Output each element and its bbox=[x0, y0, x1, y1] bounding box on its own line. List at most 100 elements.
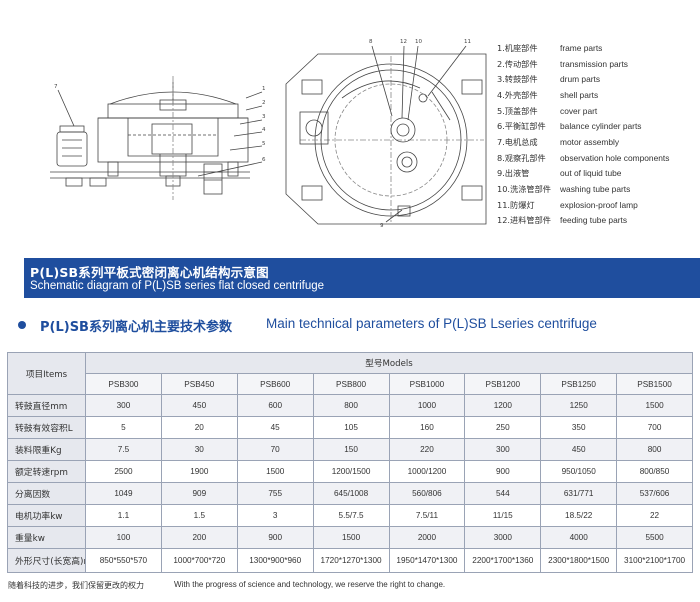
part-cn: 3.转鼓部件 bbox=[497, 74, 538, 85]
list-item: 12.进料管部件 feeding tube parts bbox=[497, 213, 697, 229]
list-item: 7.电机总成 motor assembly bbox=[497, 134, 697, 150]
part-cn: 1.机座部件 bbox=[497, 42, 538, 53]
caption-cn: P(L)SB系列平板式密闭离心机结构示意图 bbox=[30, 265, 269, 280]
part-cn: 9.出液管 bbox=[497, 168, 530, 179]
model-cell: PSB1250 bbox=[540, 373, 618, 395]
table-cell: 600 bbox=[236, 394, 314, 417]
part-en: observation hole components bbox=[560, 152, 670, 163]
row-label: 分离因数 bbox=[7, 482, 86, 505]
table-cell: 450 bbox=[160, 394, 238, 417]
callout-right-12: 12 bbox=[400, 39, 407, 45]
table-cell: 900 bbox=[464, 460, 542, 483]
list-item: 9.出液管 out of liquid tube bbox=[497, 166, 697, 182]
part-en: feeding tube parts bbox=[560, 215, 628, 226]
table-cell: 18.5/22 bbox=[540, 504, 618, 527]
table-cell: 1200/1500 bbox=[312, 460, 390, 483]
table-cell: 1950*1470*1300 bbox=[388, 548, 466, 573]
callout-left-2: 2 bbox=[262, 100, 266, 106]
part-en: balance cylinder parts bbox=[560, 121, 642, 132]
part-en: motor assembly bbox=[560, 136, 620, 147]
table-cell: 2000 bbox=[388, 526, 466, 549]
table-cell: 3 bbox=[236, 504, 314, 527]
heading-en: Main technical parameters of P(L)SB Lser… bbox=[266, 316, 597, 331]
model-cell: PSB800 bbox=[312, 373, 390, 395]
table-cell: 1000 bbox=[388, 394, 466, 417]
part-en: shell parts bbox=[560, 89, 599, 100]
table-cell: 1000/1200 bbox=[388, 460, 466, 483]
table-cell: 5.5/7.5 bbox=[312, 504, 390, 527]
model-cell: PSB1000 bbox=[388, 373, 466, 395]
callout-left-5: 5 bbox=[262, 141, 266, 147]
row-label: 转鼓直径mm bbox=[7, 394, 86, 417]
table-cell: 250 bbox=[464, 416, 542, 439]
table-cell: 909 bbox=[160, 482, 238, 505]
table-cell: 4000 bbox=[540, 526, 618, 549]
table-cell: 1.5 bbox=[160, 504, 238, 527]
row-label: 重量kw bbox=[7, 526, 86, 549]
table-cell: 1500 bbox=[616, 394, 693, 417]
centrifuge-drawing bbox=[50, 45, 487, 225]
figure-caption: P(L)SB系列平板式密闭离心机结构示意图 Schematic diagram … bbox=[24, 258, 700, 298]
items-header: 项目Items bbox=[7, 352, 86, 395]
list-item: 11.防爆灯 explosion-proof lamp bbox=[497, 197, 697, 213]
part-en: out of liquid tube bbox=[560, 168, 622, 179]
table-cell: 2200*1700*1360 bbox=[464, 548, 542, 573]
table-cell: 1900 bbox=[160, 460, 238, 483]
list-item: 8.观察孔部件 observation hole components bbox=[497, 150, 697, 166]
model-cell: PSB450 bbox=[160, 373, 238, 395]
part-cn: 12.进料管部件 bbox=[497, 215, 551, 226]
part-cn: 4.外壳部件 bbox=[497, 89, 538, 100]
model-cell: PSB300 bbox=[85, 373, 162, 395]
table-cell: 2300*1800*1500 bbox=[540, 548, 618, 573]
callout-left-7: 7 bbox=[54, 84, 58, 90]
table-cell: 160 bbox=[388, 416, 466, 439]
table-cell: 850*550*570 bbox=[85, 548, 162, 573]
table-models-row: PSB300 PSB450 PSB600 PSB800 PSB1000 PSB1… bbox=[8, 373, 693, 395]
part-en: frame parts bbox=[560, 42, 603, 53]
part-cn: 8.观察孔部件 bbox=[497, 152, 546, 163]
table-cell: 900 bbox=[236, 526, 314, 549]
table-cell: 631/771 bbox=[540, 482, 618, 505]
row-label: 转鼓有效容积L bbox=[7, 416, 86, 439]
table-cell: 150 bbox=[312, 438, 390, 461]
part-en: explosion-proof lamp bbox=[560, 199, 638, 210]
table-cell: 45 bbox=[236, 416, 314, 439]
footer-note: 随着科技的进步，我们保留更改的权力 With the progress of s… bbox=[8, 580, 698, 594]
callout-right-9: 9 bbox=[380, 223, 384, 229]
table-cell: 300 bbox=[464, 438, 542, 461]
part-cn: 11.防爆灯 bbox=[497, 199, 535, 210]
table-cell: 3000 bbox=[464, 526, 542, 549]
table-cell: 800 bbox=[312, 394, 390, 417]
spec-table: 项目Items 型号Models PSB300 PSB450 PSB600 PS… bbox=[7, 352, 693, 573]
table-cell: 1720*1270*1300 bbox=[312, 548, 390, 573]
models-header: 型号Models bbox=[85, 352, 693, 374]
table-cell: 1500 bbox=[312, 526, 390, 549]
model-cell: PSB1500 bbox=[616, 373, 693, 395]
table-cell: 1200 bbox=[464, 394, 542, 417]
table-cell: 1300*900*960 bbox=[236, 548, 314, 573]
table-cell: 537/606 bbox=[616, 482, 693, 505]
table-cell: 22 bbox=[616, 504, 693, 527]
part-cn: 7.电机总成 bbox=[497, 136, 538, 147]
part-en: drum parts bbox=[560, 74, 601, 85]
callout-left-4: 4 bbox=[262, 127, 266, 133]
callout-right-11: 11 bbox=[464, 39, 471, 45]
footer-cn: 随着科技的进步，我们保留更改的权力 bbox=[8, 581, 144, 590]
part-cn: 10.洗涤管部件 bbox=[497, 184, 551, 195]
table-cell: 105 bbox=[312, 416, 390, 439]
table-cell: 300 bbox=[85, 394, 162, 417]
heading-cn: P(L)SB系列离心机主要技术参数 bbox=[40, 320, 232, 335]
table-cell: 1250 bbox=[540, 394, 618, 417]
table-cell: 220 bbox=[388, 438, 466, 461]
